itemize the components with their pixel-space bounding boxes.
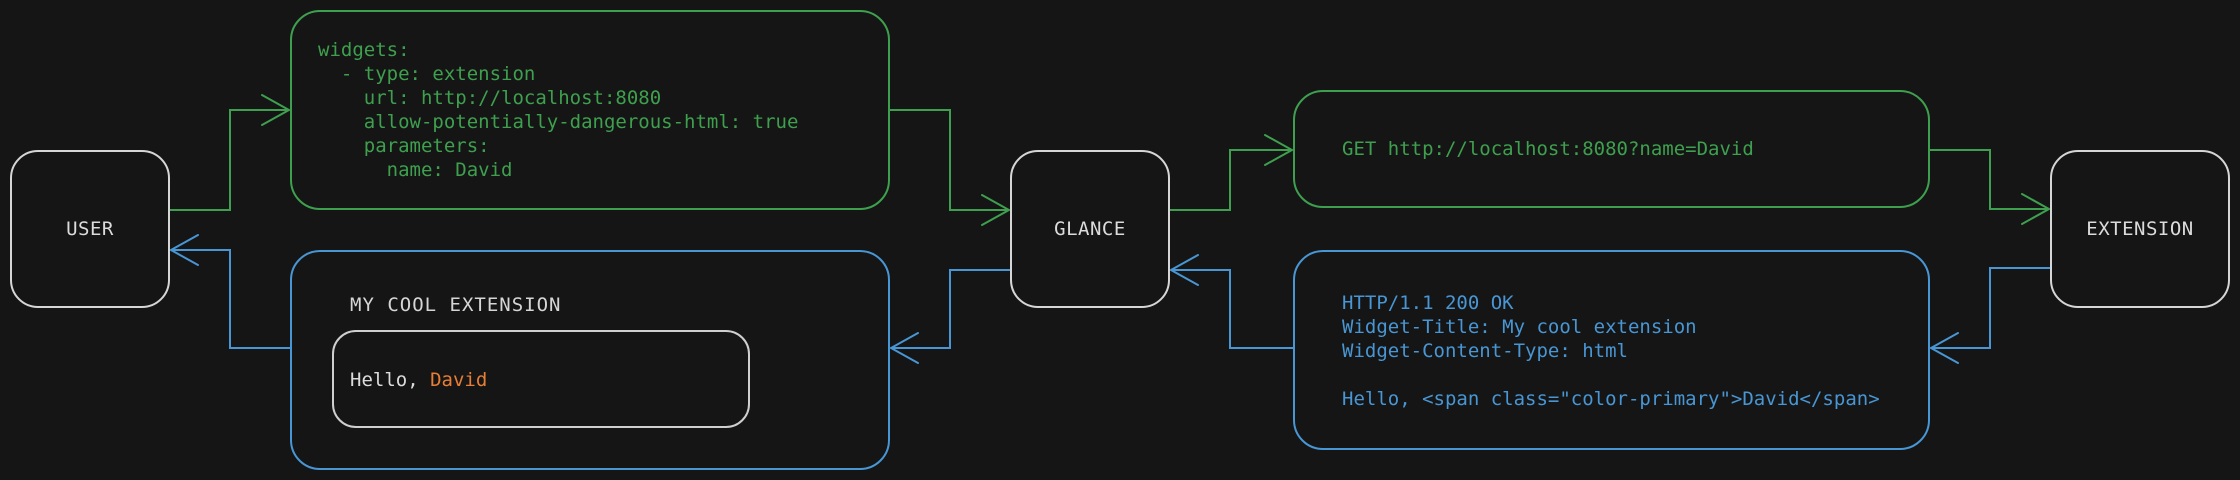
config-yaml-code: widgets: - type: extension url: http://l… [318, 39, 799, 181]
edge-config-to-glance [889, 109, 1012, 226]
http-request-code: GET http://localhost:8080?name=David [1342, 138, 1754, 160]
config-yaml-box [290, 10, 890, 210]
greeting-prefix: Hello, [350, 369, 431, 391]
widget-title: MY COOL EXTENSION [350, 294, 562, 316]
edge-request-to-extension [1929, 149, 2052, 225]
node-extension-label: EXTENSION [2086, 218, 2194, 240]
widget-content-card [332, 330, 750, 428]
greeting-text: Hello, David [350, 368, 487, 392]
node-glance-label: GLANCE [1054, 218, 1126, 240]
edge-glance-to-request [1169, 134, 1295, 211]
edge-response-to-glance [1168, 254, 1294, 349]
http-response-code: HTTP/1.1 200 OK Widget-Title: My cool ex… [1342, 292, 1880, 410]
node-user-label: USER [66, 218, 114, 240]
edge-glance-to-widget [888, 269, 1011, 364]
edge-widget-to-user [168, 234, 291, 349]
edge-extension-to-response [1928, 267, 2051, 364]
node-extension: EXTENSION [2050, 150, 2230, 308]
http-response-box [1293, 250, 1930, 450]
node-glance: GLANCE [1010, 150, 1170, 308]
widget-render-box [290, 250, 890, 470]
node-user: USER [10, 150, 170, 308]
greeting-name: David [430, 369, 488, 391]
http-request-box [1293, 90, 1930, 208]
edge-user-to-config [169, 94, 292, 211]
